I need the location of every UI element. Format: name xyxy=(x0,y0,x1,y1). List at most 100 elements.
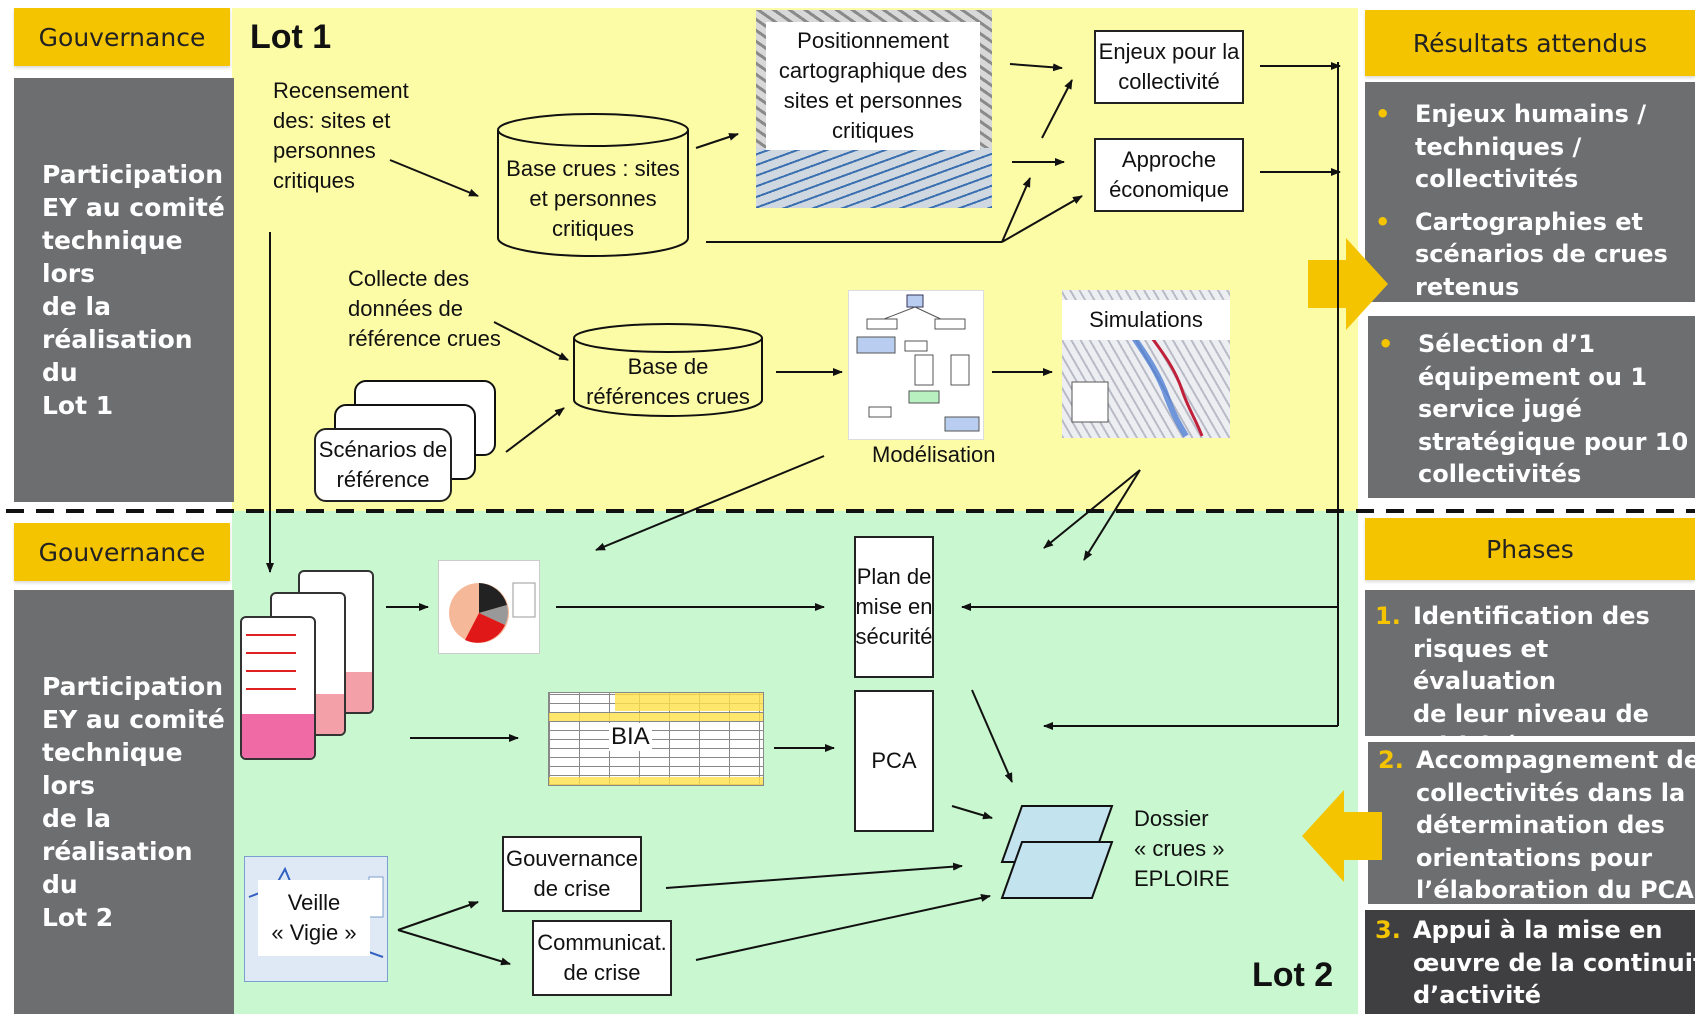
participation-lot2-line: réalisation du xyxy=(42,837,193,899)
communication-crise-line: Communicat. xyxy=(537,930,667,955)
approche-line: Approche xyxy=(1121,147,1217,172)
selection-line: équipement ou 1 xyxy=(1418,362,1648,391)
phases-header: Phases xyxy=(1365,518,1695,580)
phase-line: détermination des xyxy=(1416,811,1665,839)
phase-number: 3. xyxy=(1375,916,1401,944)
phase-line: collectivités dans la xyxy=(1416,778,1686,807)
arrow-gouv-to-dossier xyxy=(665,862,963,889)
dossier-line: « crues » xyxy=(1134,836,1225,861)
gouvernance-header-bottom-label: Gouvernance xyxy=(38,537,206,567)
base-crues-line: et personnes xyxy=(529,186,657,211)
participation-lot2-line: technique lors xyxy=(42,738,183,800)
gouvernance-header-top-label: Gouvernance xyxy=(38,22,206,52)
approche-box: Approche économique xyxy=(1094,138,1244,212)
participation-lot2-line: de la xyxy=(42,804,111,833)
base-crues-label: Base crues : sites et personnes critique… xyxy=(496,154,690,244)
participation-lot1-line: Participation xyxy=(42,160,224,189)
base-references-label: Base de références crues xyxy=(572,352,764,412)
arrow-left-from-phases-icon xyxy=(1302,790,1382,882)
phase-line: d’activité xyxy=(1413,981,1542,1009)
gouvernance-crise-box: Gouvernance de crise xyxy=(502,836,642,912)
phase-line: de leur niveau de xyxy=(1413,699,1649,728)
approche-line: économique xyxy=(1109,177,1229,202)
modelisation-image xyxy=(848,290,984,440)
pca-box: PCA xyxy=(854,690,934,832)
selection-box: • Sélection d’1 équipement ou 1 service … xyxy=(1368,316,1695,498)
base-references-line: références crues xyxy=(586,384,750,409)
modelisation-label: Modélisation xyxy=(872,442,996,467)
recensement-line: critiques xyxy=(273,168,355,193)
resultats-list-box: • Enjeux humains / techniques / collecti… xyxy=(1365,82,1695,302)
bia-label: BIA xyxy=(609,723,652,751)
gouvernance-header-bottom: Gouvernance xyxy=(14,523,230,581)
plan-line: Plan de xyxy=(856,564,932,589)
lot2-label: Lot 2 xyxy=(1252,956,1334,994)
arrow-right-to-resultats-icon xyxy=(1308,238,1388,330)
positionnement-line: Positionnement xyxy=(797,28,949,53)
arrow-comm-to-dossier xyxy=(695,894,991,961)
veille-line: « Vigie » xyxy=(271,920,357,945)
gouvernance-crise-line: Gouvernance xyxy=(505,846,639,871)
arrow-model-to-lot2 xyxy=(595,455,825,551)
resultat-item: • Enjeux humains / techniques / collecti… xyxy=(1365,98,1695,196)
arrow-veille-to-gouv xyxy=(397,901,479,931)
plan-line: mise en xyxy=(855,594,933,619)
base-crues-line: critiques xyxy=(552,216,634,241)
plan-mise-securite-box: Plan de mise en sécurité xyxy=(854,536,934,678)
resultat-line: Enjeux humains / xyxy=(1415,100,1646,128)
recensement-line: Recensement xyxy=(273,78,409,103)
phase-3-box: 3. Appui à la mise en œuvre de la contin… xyxy=(1365,910,1695,1014)
phase-line: Identification des xyxy=(1413,602,1650,630)
selection-line: stratégique pour 10 xyxy=(1418,427,1689,456)
resultat-line: retenus xyxy=(1415,272,1520,301)
scenarios-line: Scénarios de xyxy=(318,437,448,462)
positionnement-line: sites et personnes xyxy=(783,88,963,113)
dossier-line: EPLOIRE xyxy=(1134,866,1230,891)
lot1-label: Lot 1 xyxy=(250,18,332,56)
phase-number: 1. xyxy=(1375,602,1401,630)
arrow-pca-to-dossier xyxy=(951,805,993,820)
resultat-line: techniques / xyxy=(1415,132,1582,161)
base-crues-line: Base crues : sites xyxy=(506,156,680,181)
arrow-sim-to-plan-1 xyxy=(1043,469,1141,549)
phase-2-box: 2. Accompagnement des collectivités dans… xyxy=(1368,742,1695,904)
recensement-line: des: sites et xyxy=(273,108,391,133)
arrow-base-line-to-approche xyxy=(1001,195,1083,243)
recensement-line: personnes xyxy=(273,138,376,163)
dossier-line: Dossier xyxy=(1134,806,1209,831)
resultat-line: scénarios de crues xyxy=(1415,240,1668,268)
participation-lot2-panel: Participation EY au comité technique lor… xyxy=(14,590,234,1014)
phase-line: risques et évaluation xyxy=(1413,634,1556,696)
simulations-label: Simulations xyxy=(1089,307,1203,332)
participation-lot1-line: Lot 1 xyxy=(42,391,114,420)
collecte-line: données de xyxy=(348,296,463,321)
resultat-item: • Cartographies et scénarios de crues re… xyxy=(1365,206,1695,304)
arrow-pos-to-enjeux xyxy=(1009,63,1063,72)
enjeux-box: Enjeux pour la collectivité xyxy=(1094,30,1244,104)
selection-item: • Sélection d’1 équipement ou 1 service … xyxy=(1368,328,1695,491)
documents-stack xyxy=(240,570,380,760)
selection-line: collectivités xyxy=(1418,460,1582,488)
gouvernance-header-top: Gouvernance xyxy=(14,8,230,66)
phase-line: Appui à la mise en xyxy=(1413,916,1663,944)
phase-line: l’élaboration du PCA xyxy=(1416,876,1694,904)
veille-box: Veille « Vigie » xyxy=(258,880,370,956)
participation-lot1-line: réalisation du xyxy=(42,325,193,387)
arrow-collecte-to-base-ref xyxy=(493,321,569,361)
participation-lot1-line: EY au comité xyxy=(42,193,225,222)
arrow-pos-to-approche-up xyxy=(1001,177,1031,243)
arrow-plan-to-dossier xyxy=(971,689,1013,783)
collecte-text: Collecte des données de référence crues xyxy=(348,264,501,354)
lot2-area xyxy=(232,511,1358,1014)
arrow-sim-to-plan-2 xyxy=(1083,469,1141,561)
communication-crise-box: Communicat. de crise xyxy=(532,920,672,996)
base-references-line: Base de xyxy=(627,354,709,379)
pie-chart-image xyxy=(438,560,540,654)
resultats-attendus-header: Résultats attendus xyxy=(1365,10,1695,76)
participation-lot1-line: de la xyxy=(42,292,111,321)
positionnement-line: critiques xyxy=(832,118,914,143)
enjeux-line: collectivité xyxy=(1118,69,1220,94)
enjeux-line: Enjeux pour la xyxy=(1098,39,1240,64)
bullet-icon: • xyxy=(1375,207,1391,236)
